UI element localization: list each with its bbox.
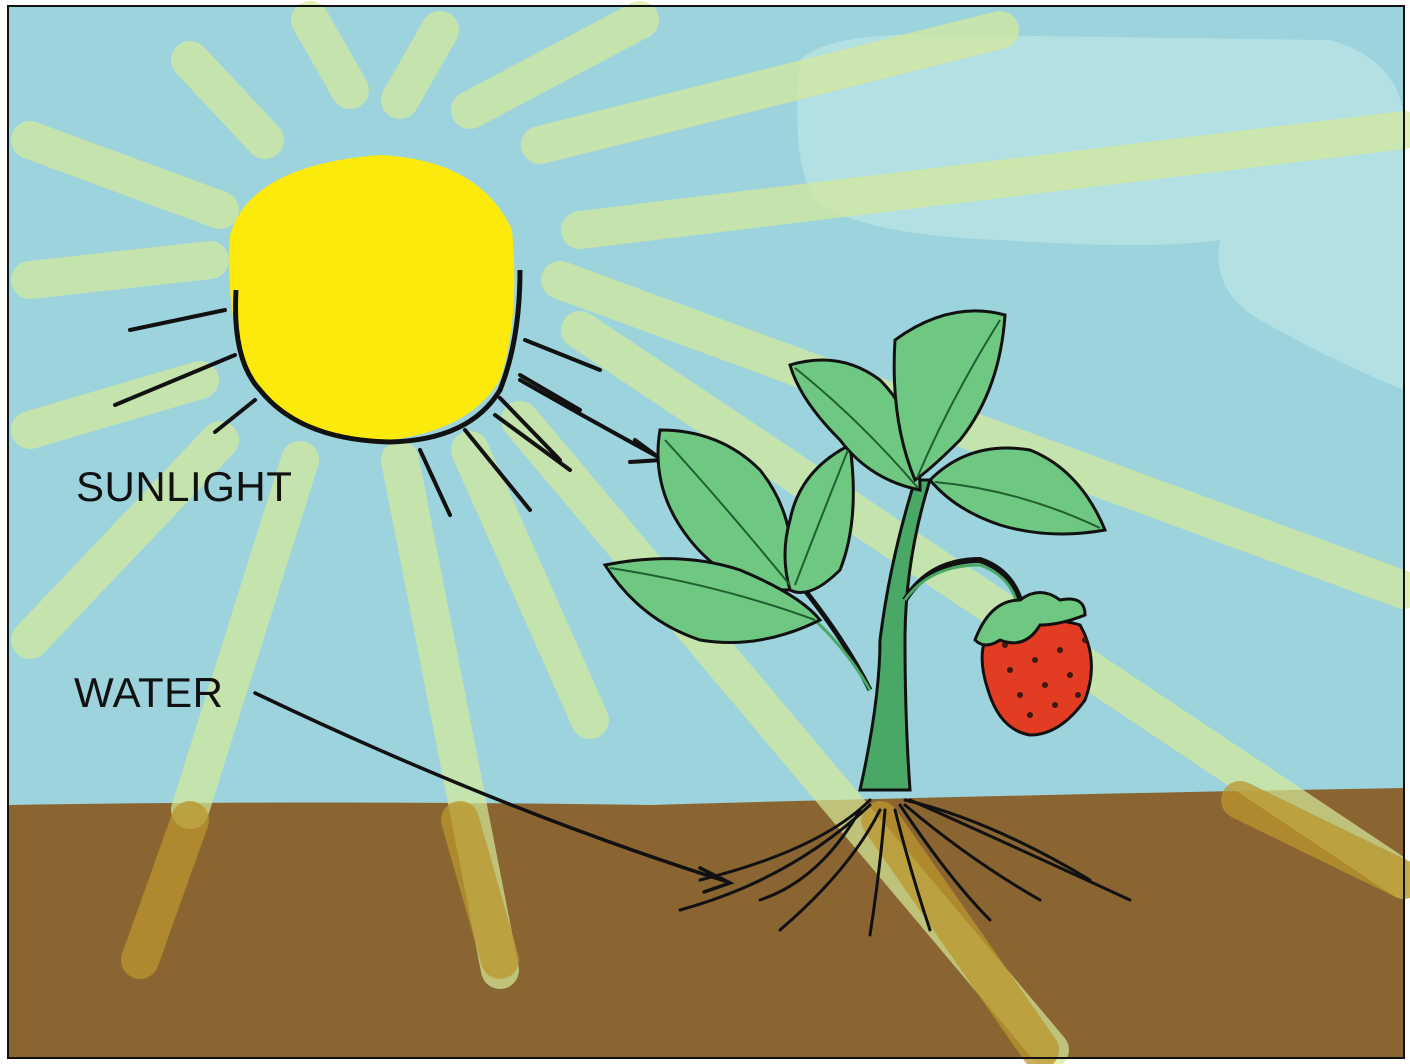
sunlight-label: SUNLIGHT: [76, 466, 292, 508]
soil: [8, 788, 1404, 1058]
water-label: WATER: [74, 672, 223, 714]
